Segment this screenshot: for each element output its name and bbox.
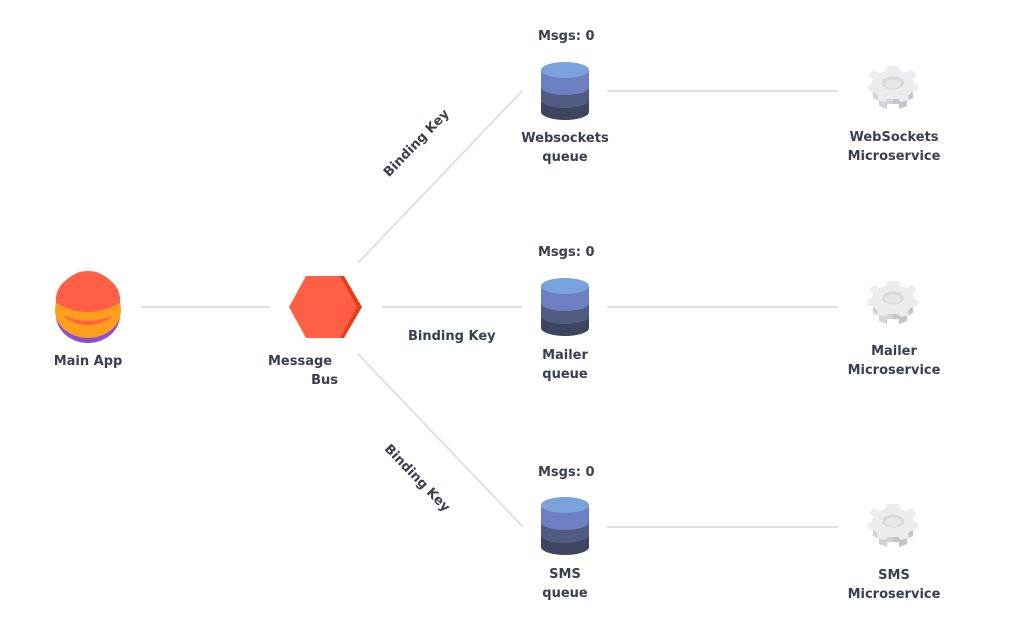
database-icon [541, 62, 589, 120]
database-icon [541, 497, 589, 555]
microservice-mailer-label-line1: Mailer [871, 344, 917, 359]
database-icon [541, 278, 589, 336]
queue-sms[interactable] [541, 497, 589, 555]
microservice-sms-label: SMS Microservice [833, 566, 955, 604]
message-bus-label-line2: Bus [311, 373, 338, 388]
edge-bus-to-sms-queue [357, 353, 524, 528]
queue-mailer[interactable] [541, 278, 589, 336]
microservice-sms-label-line1: SMS [878, 568, 910, 583]
microservice-websockets-label: WebSockets Microservice [833, 128, 955, 166]
queue-mailer-label-line1: Mailer [542, 348, 588, 363]
microservice-websockets-label-line2: Microservice [847, 149, 941, 164]
queue-mailer-msgs: Msgs: 0 [538, 245, 595, 260]
queue-websockets[interactable] [541, 62, 589, 120]
main-app-label: Main App [53, 354, 123, 369]
queue-sms-label-line2: queue [542, 586, 588, 601]
microservice-mailer-label-line2: Microservice [847, 363, 941, 378]
microservice-sms[interactable] [867, 504, 919, 547]
queue-websockets-label: Websockets queue [505, 129, 625, 167]
microservice-websockets-label-line1: WebSockets [849, 130, 939, 145]
edges [141, 90, 838, 528]
microservice-mailer[interactable] [867, 281, 919, 324]
message-bus-label: Message Bus [268, 352, 338, 390]
sphere-icon [55, 271, 121, 343]
queue-mailer-label-line2: queue [542, 367, 588, 382]
gear-icon [867, 281, 919, 324]
microservice-sms-label-line2: Microservice [847, 587, 941, 602]
binding-key-label-mailer: Binding Key [408, 329, 496, 344]
edge-bus-to-websockets-queue [357, 90, 523, 264]
microservice-mailer-label: Mailer Microservice [833, 342, 955, 380]
gear-icon [867, 504, 919, 547]
queue-sms-msgs: Msgs: 0 [538, 465, 595, 480]
queue-websockets-label-line2: queue [542, 150, 588, 165]
queue-mailer-label: Mailer queue [505, 346, 625, 384]
main-app-node[interactable] [55, 271, 121, 343]
queue-sms-label-line1: SMS [549, 567, 581, 582]
message-bus-node[interactable] [289, 276, 362, 338]
gear-icon [867, 66, 919, 109]
queue-websockets-msgs: Msgs: 0 [538, 29, 595, 44]
hexagon-icon [289, 276, 362, 338]
queue-sms-label: SMS queue [505, 565, 625, 603]
microservice-websockets[interactable] [867, 66, 919, 109]
message-bus-label-line1: Message [268, 354, 333, 369]
queue-websockets-label-line1: Websockets [521, 131, 609, 146]
